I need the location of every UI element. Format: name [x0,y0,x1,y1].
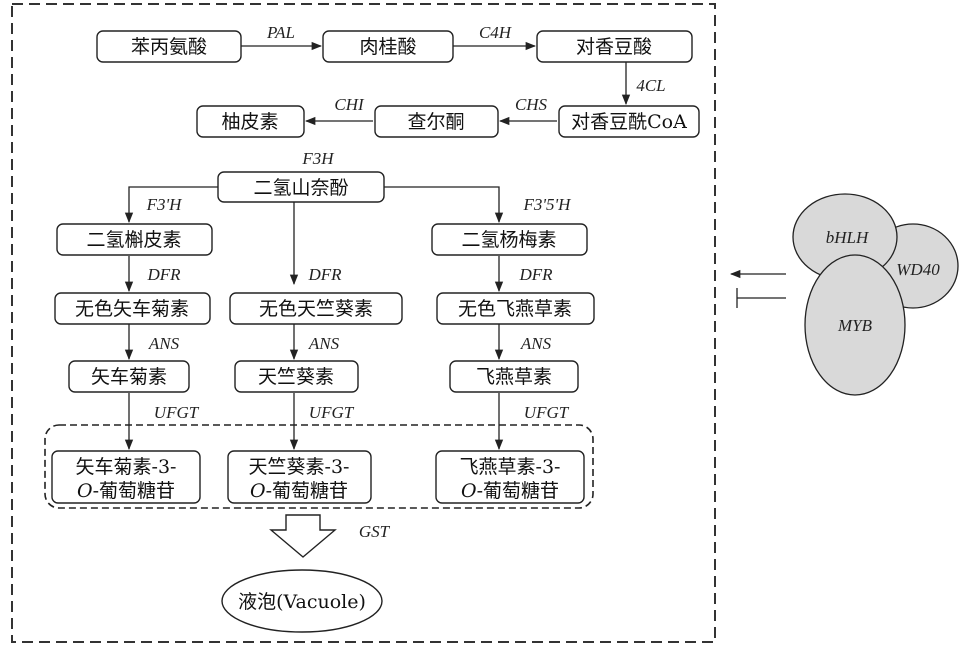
gst-transport-arrow [269,514,337,558]
regulation-signals [729,269,786,308]
enzyme-dfr-left: DFR [146,265,181,284]
enzyme-dfr-right: DFR [518,265,553,284]
enzyme-f3ph: F3'H [146,195,184,214]
enzyme-ufgt-left: UFGT [154,403,200,422]
node-chalcone: 查尔酮 [374,105,499,138]
wd40-label: WD40 [896,260,940,279]
node-phenylalanine: 苯丙氨酸 [96,30,242,63]
enzyme-c4h: C4H [479,23,513,42]
node-label: 二氢山奈酚 [253,177,348,199]
node-cyanidin: 矢车菊素 [68,360,190,393]
node-label-line1: 飞燕草素-3- [460,456,561,478]
enzyme-f35h: F3'5'H [523,195,573,214]
node-cinnamic-acid: 肉桂酸 [322,30,454,63]
node-label: 苯丙氨酸 [131,36,207,58]
vacuole-label: 液泡(Vacuole) [238,591,366,613]
enzyme-ufgt-right: UFGT [524,403,570,422]
node-label: 飞燕草素 [476,366,552,388]
myb-label: MYB [837,316,873,335]
node-label-line1: 天竺葵素-3- [249,456,350,478]
enzyme-f3h: F3H [301,149,335,168]
node-delphinidin-3-o-glucoside: 飞燕草素-3- O-葡萄糖苷 [435,450,585,504]
node-label: 天竺葵素 [258,366,334,388]
vacuole: 液泡(Vacuole) [221,569,383,633]
node-label-line2: O-葡萄糖苷 [77,480,175,502]
enzyme-labels: PAL C4H 4CL CHS CHI F3H F3'H F3'5'H DFR … [146,23,666,541]
cell-boundary-dashed [11,3,716,643]
node-leucocyanidin: 无色矢车菊素 [54,292,211,325]
node-p-coumaric-acid: 对香豆酸 [536,30,693,63]
edge-f3ph [124,186,218,224]
node-label: 矢车菊素 [91,366,167,388]
enzyme-ans-right: ANS [520,334,552,353]
node-cyanidin-3-o-glucoside: 矢车菊素-3- O-葡萄糖苷 [51,450,201,504]
node-label: 二氢杨梅素 [461,229,556,251]
node-delphinidin: 飞燕草素 [449,360,579,393]
node-pelargonidin-3-o-glucoside: 天竺葵素-3- O-葡萄糖苷 [227,450,372,504]
node-dihydromyricetin: 二氢杨梅素 [431,223,588,256]
node-label: 柚皮素 [221,111,278,133]
enzyme-ans-mid: ANS [308,334,340,353]
glucoside-group-dashed [44,424,594,509]
bhlh-label: bHLH [826,228,870,247]
node-label: 二氢槲皮素 [86,229,181,251]
node-label: 对香豆酰CoA [571,111,687,133]
node-leucopelargonidin: 无色天竺葵素 [229,292,403,325]
node-naringenin: 柚皮素 [196,105,305,138]
node-label: 肉桂酸 [359,36,416,58]
node-dihydrokaempferol: 二氢山奈酚 [217,171,385,203]
enzyme-ans-left: ANS [148,334,180,353]
enzyme-pal: PAL [266,23,295,42]
node-label-line2: O-葡萄糖苷 [461,480,559,502]
node-p-coumaroyl-coa: 对香豆酰CoA [558,105,700,138]
node-label-line2: O-葡萄糖苷 [250,480,348,502]
node-label-line1: 矢车菊素-3- [76,456,177,478]
mbw-complex: bHLH WD40 MYB [792,193,959,396]
myb-shape [804,254,906,396]
enzyme-chs: CHS [515,95,548,114]
node-leucodelphinidin: 无色飞燕草素 [436,292,595,325]
enzyme-gst: GST [359,522,391,541]
pathway-edges [124,41,631,451]
node-label: 查尔酮 [407,111,464,133]
node-label: 无色矢车菊素 [75,298,189,320]
node-label: 无色天竺葵素 [259,298,373,320]
node-pelargonidin: 天竺葵素 [234,360,359,393]
enzyme-chi: CHI [334,95,365,114]
enzyme-4cl: 4CL [636,76,665,95]
node-label: 无色飞燕草素 [458,298,572,320]
node-dihydroquercetin: 二氢槲皮素 [56,223,213,256]
node-label: 对香豆酸 [576,36,652,58]
edge-f35h [384,186,504,224]
enzyme-ufgt-mid: UFGT [309,403,355,422]
enzyme-dfr-mid: DFR [307,265,342,284]
